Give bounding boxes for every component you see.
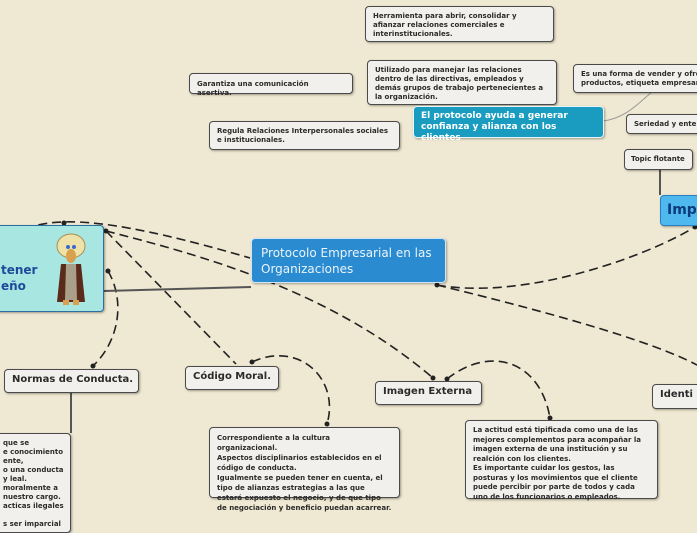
highlight-topic[interactable]: El protocolo ayuda a generar confianza y…	[413, 106, 604, 138]
note-garantiza[interactable]: Garantiza una comunicación asertiva.	[189, 73, 353, 94]
left-topic-label: tener eño	[1, 263, 37, 293]
character-image	[53, 232, 89, 308]
note-utilizado[interactable]: Utilizado para manejar las relaciones de…	[367, 60, 557, 105]
note-herramienta[interactable]: Herramienta para abrir, consolidar y afi…	[365, 6, 554, 42]
topic-imagen-externa[interactable]: Imagen Externa	[375, 381, 482, 405]
topic-flotante[interactable]: Topic flotante	[624, 149, 693, 170]
topic-normas[interactable]: Normas de Conducta.	[4, 369, 139, 393]
note-actitud[interactable]: La actitud está tipificada como una de l…	[465, 420, 658, 499]
note-seriedad[interactable]: Seriedad y ente	[626, 114, 697, 134]
left-main-topic[interactable]: tener eño	[0, 225, 104, 312]
topic-codigo-moral[interactable]: Código Moral.	[185, 366, 279, 390]
note-regula[interactable]: Regula Relaciones Interpersonales social…	[209, 121, 400, 150]
central-topic[interactable]: Protocolo Empresarial en las Organizacio…	[251, 238, 446, 283]
topic-identidad[interactable]: Identi	[652, 384, 697, 409]
note-correspondiente[interactable]: Correspondiente a la cultura organizacio…	[209, 427, 400, 498]
note-forma[interactable]: Es una forma de vender y ofre productos,…	[573, 64, 697, 93]
right-main-topic[interactable]: Imp	[660, 195, 697, 226]
note-normas[interactable]: que se e conocimiento ente, o una conduc…	[0, 433, 71, 533]
